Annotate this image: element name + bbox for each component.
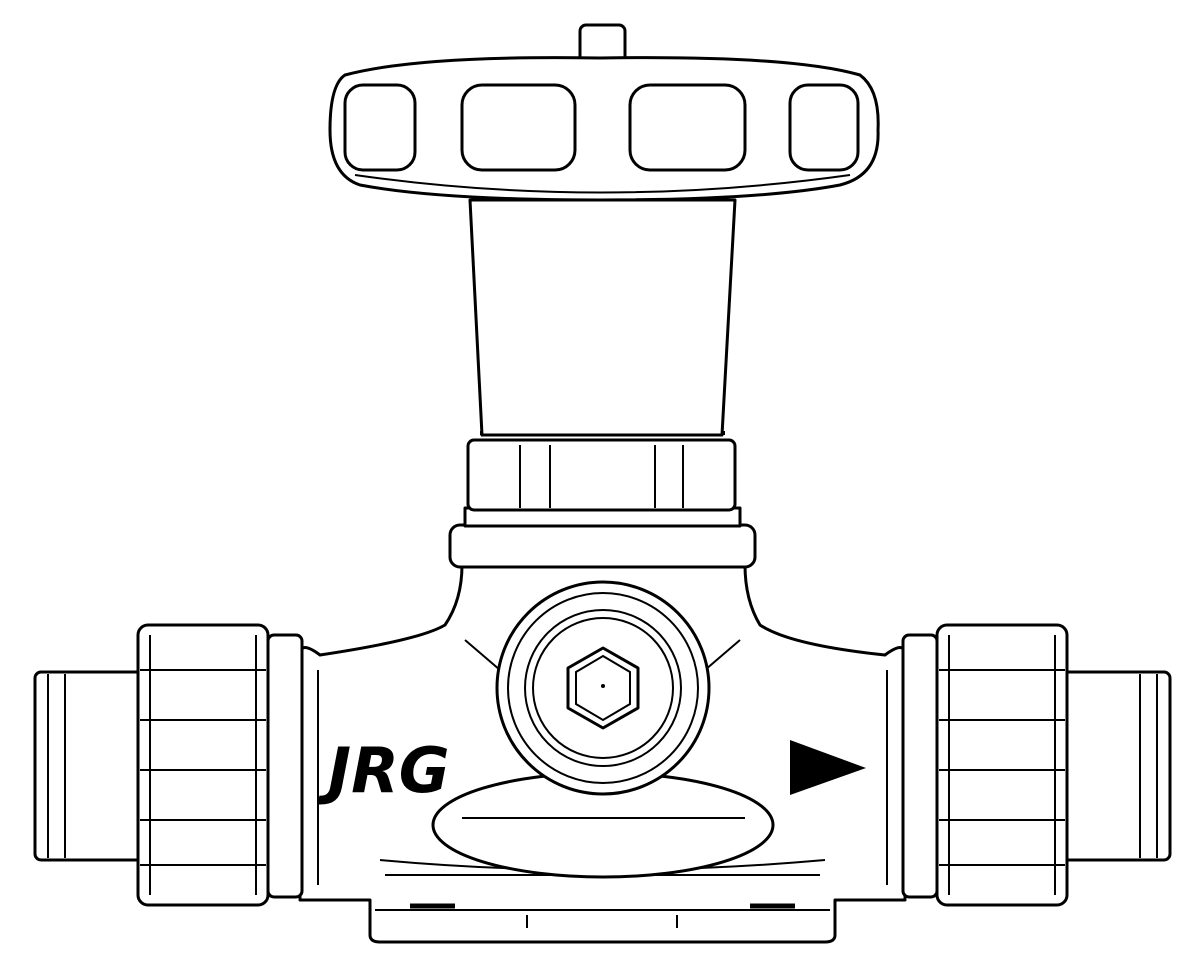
handwheel[interactable] — [328, 23, 880, 202]
valve-stem — [468, 198, 737, 437]
left-pipe-end — [33, 670, 145, 862]
bonnet-collar — [448, 506, 757, 569]
left-union-nut — [136, 623, 270, 907]
brand-logo: JRG — [317, 734, 450, 807]
right-union-nut — [935, 623, 1069, 907]
side-port — [495, 580, 711, 796]
flow-direction-arrow-icon — [790, 740, 866, 795]
right-pipe-end — [1058, 670, 1172, 862]
hex-nut — [466, 431, 737, 512]
